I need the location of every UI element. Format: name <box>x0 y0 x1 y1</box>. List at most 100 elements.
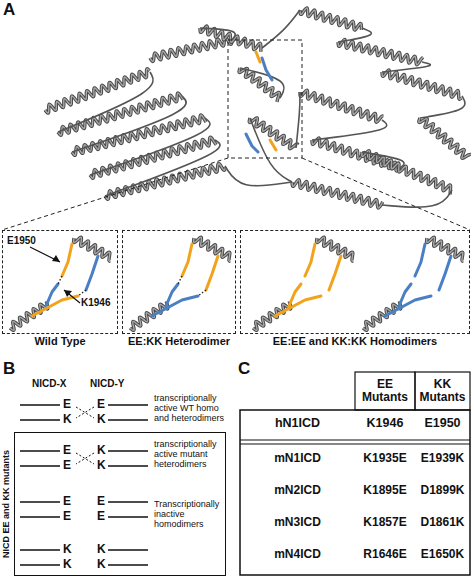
annotation: Transcriptionally inactive homodimers <box>154 500 224 530</box>
table-cell: mN3ICD <box>240 516 355 529</box>
helix-ribbon <box>10 301 48 330</box>
panel-label: C <box>238 360 250 379</box>
side-chain <box>86 256 98 290</box>
helix-ribbon <box>200 26 261 52</box>
nicd-strand <box>20 450 60 452</box>
inset-title: EE:KK Heterodimer <box>123 335 235 347</box>
hydrogen-bond <box>78 290 86 296</box>
table-cell: K1857E <box>355 516 415 529</box>
loop-coil <box>105 140 220 196</box>
helix-highlight <box>10 301 48 330</box>
loop-coil <box>225 166 292 186</box>
side-chain <box>182 244 192 276</box>
interaction-cross <box>76 453 94 464</box>
loop-coil <box>312 120 387 140</box>
table-cell: hN1ICD <box>240 417 355 431</box>
helix-highlight <box>419 118 471 158</box>
table-cell: E1650K <box>415 548 470 561</box>
helix-ribbon <box>194 237 231 261</box>
table-cell: D1861K <box>415 516 470 529</box>
table-cell: R1646E <box>355 548 415 561</box>
helix-highlight <box>194 237 231 261</box>
nicd-strand <box>108 404 148 406</box>
inset-structure <box>253 237 353 330</box>
panel-label: NICD-Y <box>90 378 124 389</box>
residue-letter: E <box>63 398 71 411</box>
helix-ribbon <box>300 8 361 30</box>
loop-coil <box>72 96 186 152</box>
loop-coil <box>240 68 284 98</box>
inset-structure <box>363 237 463 330</box>
side-chain <box>32 296 78 316</box>
helix-ribbon <box>300 90 383 122</box>
helix-highlight <box>317 237 354 261</box>
helix-ribbon <box>382 70 461 99</box>
zoom-inset: EE:KK Heterodimer <box>122 230 236 334</box>
nicd-strand <box>20 501 60 503</box>
arrow-head <box>64 290 72 297</box>
nicd-strand <box>108 465 148 467</box>
inset-title: Wild Type <box>3 335 117 347</box>
loop-coil <box>382 190 452 207</box>
side-chain <box>206 256 218 290</box>
interaction-cross <box>76 407 94 418</box>
nicd-strand <box>20 549 60 551</box>
nicd-strand <box>20 516 60 518</box>
zoom-inset: EE:EE and KK:KK Homodimers <box>240 230 470 334</box>
protein-structure <box>45 8 471 208</box>
side-label: NICD EE and KK mutants <box>2 450 12 558</box>
helix-highlight <box>427 237 464 261</box>
inset-title: EE:EE and KK:KK Homodimers <box>241 335 469 347</box>
side-chain <box>439 256 451 290</box>
helix-ribbon <box>419 118 471 158</box>
helix-highlight <box>382 70 461 99</box>
helix-highlight <box>300 90 383 122</box>
table-cell: K1946 <box>355 417 415 431</box>
nicd-strand <box>20 404 60 406</box>
loop-coil <box>296 92 300 148</box>
helix-ribbon <box>130 301 168 330</box>
loop-coil <box>200 28 235 40</box>
helix-highlight <box>200 26 261 52</box>
panel-label: NICD-X <box>32 378 66 389</box>
table-header-cell <box>415 372 470 410</box>
table-cell: mN1ICD <box>240 452 355 465</box>
helix-ribbon <box>292 180 383 209</box>
residue-letter: E <box>63 510 71 523</box>
helix-highlight <box>253 301 291 330</box>
loop-coil <box>262 10 300 48</box>
table-header: EE Mutants <box>355 378 415 404</box>
helix-highlight <box>130 301 168 330</box>
table-rule <box>240 443 470 444</box>
nicd-strand <box>20 564 60 566</box>
table-header: KK Mutants <box>415 378 470 404</box>
table-cell: E1950 <box>415 417 470 431</box>
side-chain <box>62 244 72 276</box>
side-chain <box>152 296 198 316</box>
side-chain <box>256 52 260 62</box>
side-chain <box>270 140 276 150</box>
table-cell: K1895E <box>355 484 415 497</box>
loop-coil <box>420 96 465 118</box>
zoom-box <box>228 40 302 158</box>
residue-letter: K <box>97 543 106 556</box>
mutant-table <box>240 372 470 575</box>
residue-letter: K <box>97 459 106 472</box>
pointer-arrow <box>64 290 80 303</box>
helix-ribbon <box>427 237 464 261</box>
residue-letter: K <box>63 543 72 556</box>
helix-ribbon <box>362 151 451 195</box>
residue-letter: E <box>63 495 71 508</box>
hydrogen-bond <box>178 276 182 284</box>
table-header-cell <box>355 372 415 410</box>
residue-letter: E <box>63 459 71 472</box>
residue-label: K1946 <box>81 297 110 308</box>
residue-letter: E <box>63 444 71 457</box>
nicd-strand <box>20 465 60 467</box>
loop-coil <box>382 62 430 72</box>
residue-letter: E <box>97 510 105 523</box>
helix-ribbon <box>74 237 111 261</box>
helix-highlight <box>338 40 423 65</box>
residue-letter: K <box>63 558 72 571</box>
